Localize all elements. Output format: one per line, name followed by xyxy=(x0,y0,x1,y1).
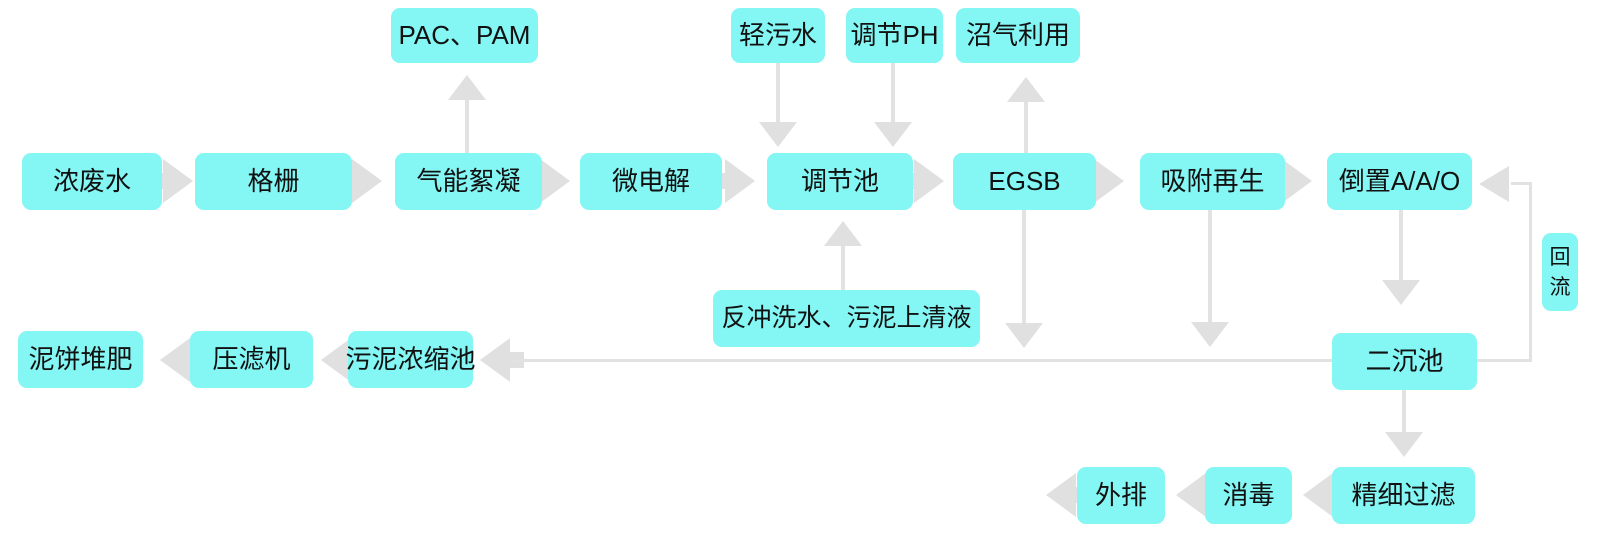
connector-line-lightwater-to-regulating xyxy=(776,63,780,122)
arrowhead-down-ph-icon xyxy=(874,122,912,147)
connector-line-adsorption-to-sludgeline xyxy=(1208,210,1212,322)
arrowhead-down-egsb-sludge-icon xyxy=(1005,323,1043,348)
node-reflux: 回流 xyxy=(1542,233,1578,311)
node-bar-screen: 格栅 xyxy=(195,153,352,210)
connector-line-egsb-to-biogas xyxy=(1024,102,1028,153)
node-egsb: EGSB xyxy=(953,153,1096,210)
flow-arrow-press-to-compost xyxy=(160,338,204,382)
connector-line-backwash-to-regulating xyxy=(841,246,845,290)
node-light-wastewater: 轻污水 xyxy=(731,8,825,63)
node-micro-electrolysis: 微电解 xyxy=(580,153,722,210)
flow-arrow-regulating-to-egsb xyxy=(900,159,944,203)
arrowhead-up-biogas-icon xyxy=(1007,77,1045,102)
flow-arrow-filter-to-disinfection xyxy=(1303,473,1347,517)
arrowhead-down-finefilter-icon xyxy=(1385,432,1423,457)
connector-line-reflux-vertical xyxy=(1529,182,1532,362)
flow-arrow-egsb-to-adsorption xyxy=(1080,159,1124,203)
flow-arrow-discharge-out xyxy=(1046,473,1090,517)
flow-arrow-sludgeline-to-thickener xyxy=(480,338,524,382)
node-sludge-thickening-tank: 污泥浓缩池 xyxy=(346,331,476,388)
flow-arrow-adsorption-to-aao xyxy=(1268,159,1312,203)
flow-arrow-wastewater-to-screen xyxy=(149,159,193,203)
arrowhead-left-reflux-icon xyxy=(1479,166,1509,202)
node-sludge-cake-compost: 泥饼堆肥 xyxy=(18,331,143,388)
node-pac-pam: PAC、PAM xyxy=(391,8,538,63)
node-backwash-supernatant: 反冲洗水、污泥上清液 xyxy=(713,290,980,347)
connector-line-sludge-horizontal xyxy=(514,359,1332,362)
flow-arrow-flocculation-to-electrolysis xyxy=(526,159,570,203)
arrowhead-down-adsorption-sludge-icon xyxy=(1191,322,1229,347)
node-discharge: 外排 xyxy=(1077,467,1165,524)
node-concentrated-wastewater: 浓废水 xyxy=(22,153,162,210)
flow-arrow-disinfection-to-discharge xyxy=(1176,473,1220,517)
node-filter-press: 压滤机 xyxy=(190,331,313,388)
connector-line-ph-to-regulating xyxy=(891,63,895,122)
node-gas-flocculation: 气能絮凝 xyxy=(395,153,542,210)
connector-line-aao-to-secondary xyxy=(1399,210,1403,280)
connector-line-reflux-top xyxy=(1511,182,1531,185)
connector-line-flocculation-to-pacpam xyxy=(465,100,469,153)
arrowhead-down-secondary-icon xyxy=(1382,280,1420,305)
arrowhead-up-pacpam-icon xyxy=(448,75,486,100)
flow-arrow-electrolysis-to-regulating xyxy=(711,159,755,203)
connector-line-egsb-to-sludgeline xyxy=(1022,210,1026,323)
node-fine-filtration: 精细过滤 xyxy=(1332,467,1475,524)
node-inverted-aao: 倒置A/A/O xyxy=(1327,153,1472,210)
flow-arrow-thickener-to-press xyxy=(321,338,365,382)
node-disinfection: 消毒 xyxy=(1205,467,1292,524)
flow-arrow-screen-to-flocculation xyxy=(338,159,382,203)
arrowhead-up-backwash-icon xyxy=(824,221,862,246)
arrowhead-down-lightwater-icon xyxy=(759,122,797,147)
node-secondary-sedimentation: 二沉池 xyxy=(1332,333,1477,390)
node-adsorption-regeneration: 吸附再生 xyxy=(1140,153,1285,210)
node-regulating-tank: 调节池 xyxy=(767,153,913,210)
node-ph-adjustment: 调节PH xyxy=(846,8,943,63)
node-biogas-utilization: 沼气利用 xyxy=(956,8,1080,63)
connector-line-secondary-to-finefilter xyxy=(1402,390,1406,432)
connector-line-reflux-bottom xyxy=(1477,359,1532,362)
